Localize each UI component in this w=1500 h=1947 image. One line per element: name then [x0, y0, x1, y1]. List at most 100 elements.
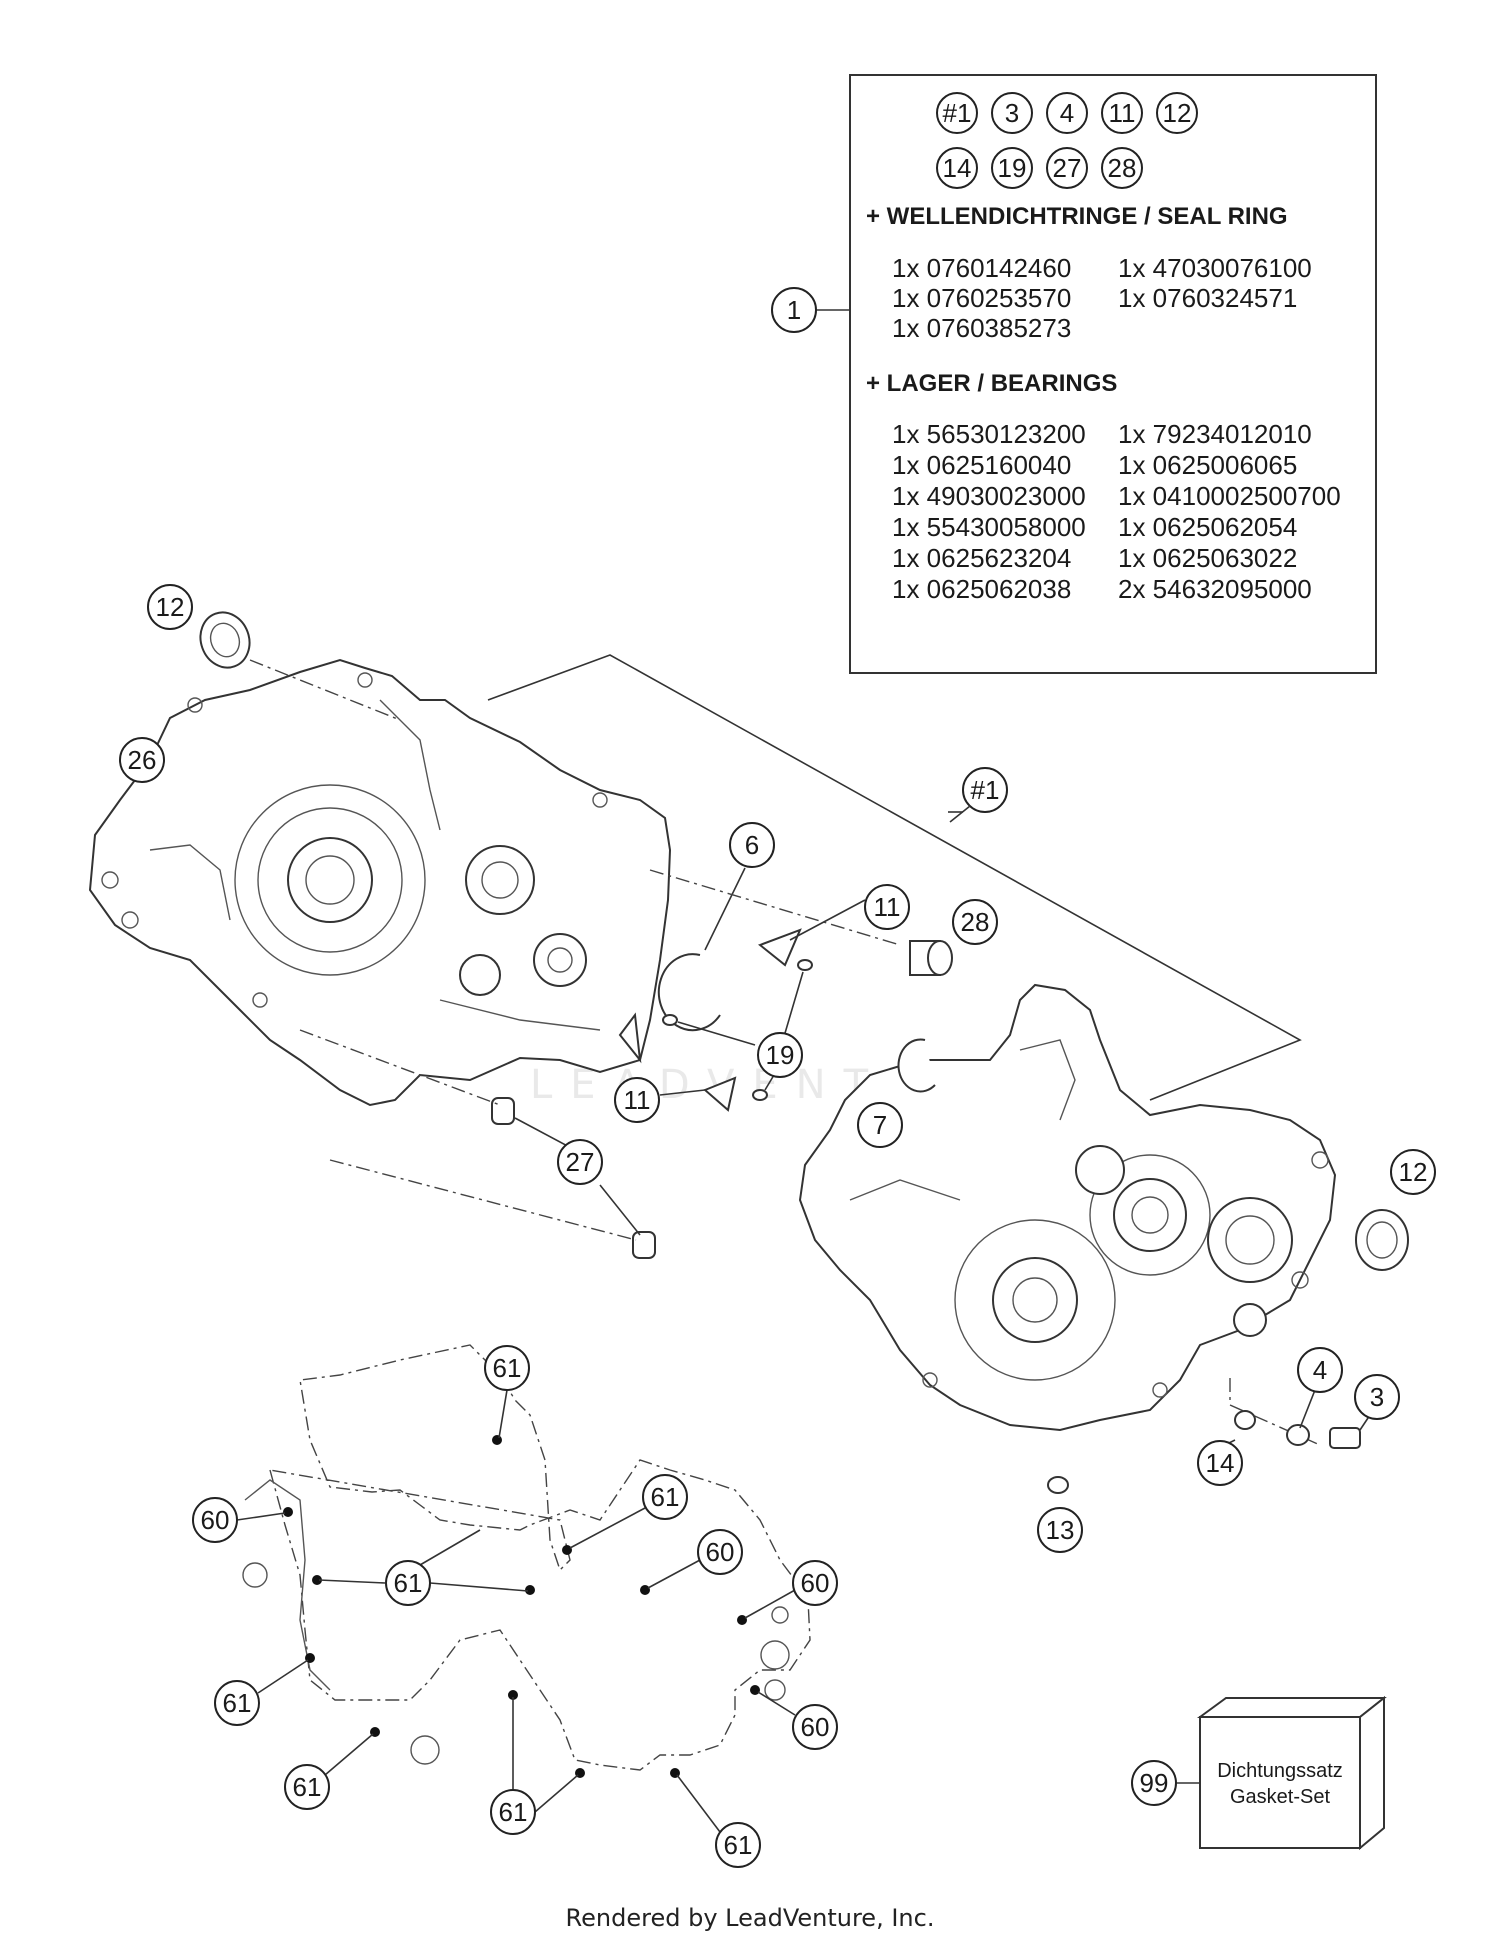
callout-61-center[interactable]: 61 [318, 1529, 529, 1606]
bearing-line: 1x 0625062054 [1118, 512, 1297, 542]
kit-bracket [487, 654, 1302, 1101]
svg-text:60: 60 [801, 1712, 830, 1742]
kit-box: #1 3 4 11 12 14 19 27 28 + WELLENDICHTRI… [849, 74, 1377, 674]
svg-text:26: 26 [128, 745, 157, 775]
svg-text:61: 61 [493, 1353, 522, 1383]
callout-11-bottom[interactable]: 11 [614, 1077, 660, 1123]
part-12-seal-right [1355, 1209, 1409, 1271]
bearing-line: 1x 0625623204 [892, 543, 1071, 573]
callout-kit-1[interactable]: #1 [949, 767, 1008, 823]
svg-text:12: 12 [156, 592, 185, 622]
svg-text:14: 14 [1206, 1448, 1235, 1478]
svg-text:13: 13 [1046, 1515, 1075, 1545]
bearing-line: 2x 54632095000 [1118, 574, 1312, 604]
svg-text:28: 28 [961, 907, 990, 937]
callout-61-left[interactable]: 61 [214, 1659, 309, 1726]
callout-3[interactable]: 3 [1354, 1374, 1400, 1420]
gasket-outline [242, 1344, 811, 1778]
kit-refs-row2: 14 19 27 28 [936, 147, 1143, 189]
callout-13[interactable]: 13 [1037, 1507, 1083, 1553]
kit-ref: #1 [943, 98, 972, 128]
seal-line: 1x 0760253570 [892, 283, 1071, 313]
svg-text:61: 61 [651, 1482, 680, 1512]
seal-line: 1x 0760385273 [892, 313, 1071, 343]
part-11-plate-top [758, 899, 866, 967]
bearing-line: 1x 79234012010 [1118, 419, 1312, 449]
svg-text:60: 60 [201, 1505, 230, 1535]
part-19-dowels [662, 959, 813, 1101]
svg-text:61: 61 [724, 1830, 753, 1860]
bearing-line: 1x 0410002500700 [1118, 481, 1341, 511]
svg-text:60: 60 [801, 1568, 830, 1598]
bearing-line: 1x 0625160040 [892, 450, 1071, 480]
callout-27[interactable]: 27 [557, 1139, 603, 1185]
bearing-line: 1x 55430058000 [892, 512, 1086, 542]
seal-line: 1x 47030076100 [1118, 253, 1312, 283]
part-12-seal-top [199, 611, 401, 721]
svg-text:27: 27 [566, 1147, 595, 1177]
callout-61-bottom[interactable]: 61 [490, 1697, 579, 1835]
callout-28[interactable]: 28 [952, 899, 998, 945]
callout-99[interactable]: 99 [1131, 1760, 1200, 1806]
kit-refs-row1: #1 3 4 11 12 [936, 92, 1198, 134]
kit-ref: 4 [1060, 98, 1074, 128]
part-11-plate-bottom [618, 1012, 737, 1112]
svg-text:61: 61 [499, 1797, 528, 1827]
svg-text:99: 99 [1140, 1768, 1169, 1798]
callout-60-right[interactable]: 60 [744, 1560, 838, 1619]
svg-text:1: 1 [787, 295, 801, 325]
svg-text:61: 61 [394, 1568, 423, 1598]
callout-19[interactable]: 19 [757, 1032, 803, 1078]
callout-26[interactable]: 26 [119, 737, 165, 783]
kit-ref: 19 [998, 153, 1027, 183]
svg-text:6: 6 [745, 830, 759, 860]
callout-12-right[interactable]: 12 [1390, 1149, 1436, 1195]
callout-11-top[interactable]: 11 [864, 884, 910, 930]
kit-ref: 27 [1053, 153, 1082, 183]
kit-ref: 3 [1005, 98, 1019, 128]
bearing-line: 1x 56530123200 [892, 419, 1086, 449]
bearing-line: 1x 0625006065 [1118, 450, 1297, 480]
kit-ref: 28 [1108, 153, 1137, 183]
gasket-set-label-de: Dichtungssatz [1217, 1760, 1343, 1782]
callout-61-bottom-left[interactable]: 61 [284, 1733, 374, 1810]
kit-ref: 12 [1163, 98, 1192, 128]
bearing-line: 1x 0625062038 [892, 574, 1071, 604]
callout-14[interactable]: 14 [1197, 1440, 1243, 1486]
callout-61-bottom-right[interactable]: 61 [676, 1774, 761, 1868]
svg-text:4: 4 [1313, 1355, 1327, 1385]
callout-60-bottom-right[interactable]: 60 [757, 1691, 838, 1750]
svg-text:60: 60 [706, 1537, 735, 1567]
footer-credit: Rendered by LeadVenture, Inc. [565, 1904, 935, 1932]
callout-61-right-top[interactable]: 61 [569, 1474, 688, 1549]
callout-61-top[interactable]: 61 [484, 1345, 530, 1439]
callout-6[interactable]: 6 [729, 822, 775, 868]
callout-12-top[interactable]: 12 [147, 584, 193, 630]
kit-ref: 14 [943, 153, 972, 183]
gasket-set-box: Dichtungssatz Gasket-Set [1196, 1695, 1387, 1851]
callout-1[interactable]: 1 [771, 287, 850, 333]
svg-text:61: 61 [293, 1772, 322, 1802]
svg-text:12: 12 [1399, 1157, 1428, 1187]
kit-ref: 11 [1109, 98, 1136, 128]
callout-60-left[interactable]: 60 [192, 1497, 286, 1543]
svg-text:11: 11 [624, 1085, 651, 1115]
part-7-circlip [897, 1038, 936, 1093]
gasket-set-label-en: Gasket-Set [1230, 1786, 1330, 1808]
part-6-circlip [649, 867, 901, 1032]
callout-7[interactable]: 7 [857, 1102, 903, 1148]
part-28-bushing [909, 940, 953, 976]
seal-line: 1x 0760142460 [892, 253, 1071, 283]
svg-text:61: 61 [223, 1688, 252, 1718]
bearing-line: 1x 0625063022 [1118, 543, 1297, 573]
right-crankcase-half [798, 983, 1337, 1432]
left-crankcase-half [88, 658, 672, 1107]
svg-text:#1: #1 [971, 775, 1000, 805]
callout-60-mid[interactable]: 60 [647, 1529, 743, 1589]
callout-4[interactable]: 4 [1297, 1347, 1343, 1393]
bearings-heading: + LAGER / BEARINGS [866, 370, 1117, 397]
svg-text:7: 7 [873, 1110, 887, 1140]
bearing-line: 1x 49030023000 [892, 481, 1086, 511]
svg-text:19: 19 [766, 1040, 795, 1070]
